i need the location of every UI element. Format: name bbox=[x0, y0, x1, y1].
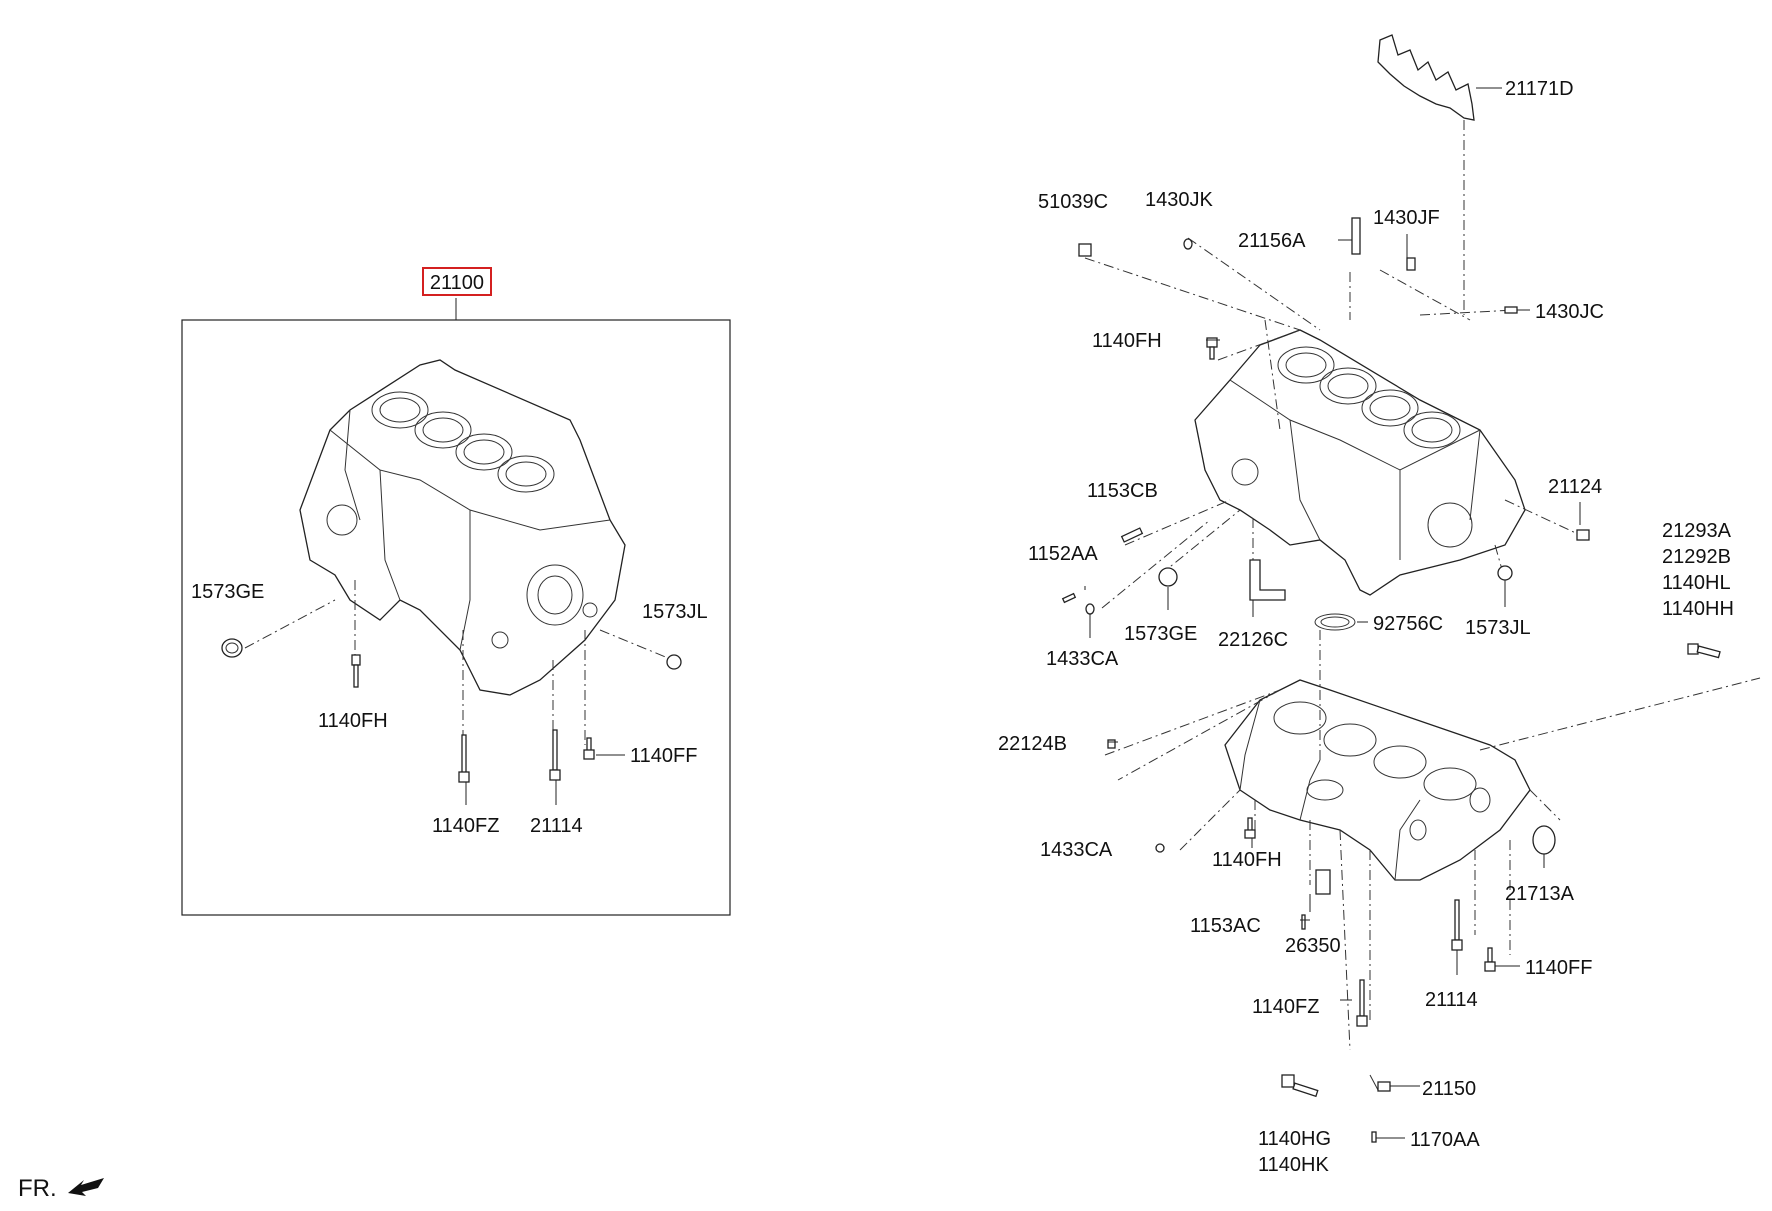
gasket-21171D bbox=[1377, 34, 1475, 121]
pin-1433CA-upper bbox=[1085, 603, 1095, 615]
label-21114-left[interactable]: 21114 bbox=[530, 815, 583, 837]
bolt-1140HG bbox=[1281, 1074, 1319, 1098]
front-arrow-icon bbox=[68, 1178, 104, 1196]
label-1140FZ-right[interactable]: 1140FZ bbox=[1252, 996, 1319, 1018]
bolt-1140FZ-right bbox=[1356, 979, 1368, 1027]
pin-1170AA bbox=[1371, 1131, 1377, 1143]
lower-crankcase-drawing bbox=[1224, 679, 1531, 881]
label-1573GE-right[interactable]: 1573GE bbox=[1124, 623, 1197, 645]
label-21292B[interactable]: 21292B bbox=[1662, 546, 1731, 568]
plug-1573GE-left bbox=[221, 638, 243, 658]
label-22126C[interactable]: 22126C bbox=[1218, 629, 1288, 651]
label-21713A[interactable]: 21713A bbox=[1505, 883, 1575, 905]
label-26350[interactable]: 26350 bbox=[1285, 935, 1341, 957]
pin-1433CA-lower bbox=[1155, 843, 1165, 853]
pin-21124 bbox=[1576, 529, 1590, 541]
o-ring-92756C bbox=[1314, 613, 1356, 631]
label-1430JC[interactable]: 1430JC bbox=[1535, 301, 1604, 323]
label-1140FF-left[interactable]: 1140FF bbox=[630, 745, 697, 767]
label-21293A[interactable]: 21293A bbox=[1662, 520, 1732, 542]
bolt-1140FH-left bbox=[351, 654, 361, 688]
label-1433CA-upper[interactable]: 1433CA bbox=[1046, 648, 1119, 670]
label-21124[interactable]: 21124 bbox=[1548, 476, 1602, 498]
label-1430JF[interactable]: 1430JF bbox=[1373, 207, 1440, 229]
pin-1152AA bbox=[1061, 592, 1077, 604]
bolt-1140FH-lower bbox=[1244, 817, 1256, 839]
label-1153AC[interactable]: 1153AC bbox=[1190, 915, 1261, 937]
bolt-1140FZ-left bbox=[458, 734, 470, 783]
assembly-label-highlight bbox=[422, 267, 492, 296]
pin-1430JK bbox=[1183, 238, 1193, 250]
bolt-21114-left bbox=[549, 729, 561, 781]
left-assembly-group: 21100 bbox=[181, 267, 731, 916]
bolt-21114-right bbox=[1451, 899, 1463, 951]
label-1170AA[interactable]: 1170AA bbox=[1410, 1129, 1480, 1151]
pin-1430JC bbox=[1504, 306, 1518, 314]
plug-1573JL-left bbox=[666, 654, 682, 670]
plug-1573JL-right bbox=[1497, 565, 1513, 581]
label-21156A[interactable]: 21156A bbox=[1238, 230, 1306, 252]
cylinder-block-drawing bbox=[299, 359, 626, 696]
plug-1573GE-right bbox=[1158, 567, 1178, 587]
label-1573JL-left[interactable]: 1573JL bbox=[642, 601, 708, 623]
bolt-1140FH-upper bbox=[1206, 337, 1218, 360]
dowel-21156A bbox=[1351, 217, 1361, 255]
label-1573JL-right[interactable]: 1573JL bbox=[1465, 617, 1531, 639]
sensor-1153AC bbox=[1301, 914, 1306, 930]
pin-1430JF bbox=[1406, 257, 1416, 271]
front-label: FR. bbox=[18, 1175, 57, 1202]
label-1140FH-upper[interactable]: 1140FH bbox=[1092, 330, 1162, 352]
label-1140HG[interactable]: 1140HG bbox=[1258, 1128, 1331, 1150]
sensor-21150 bbox=[1369, 1074, 1391, 1092]
assembly-label-21100[interactable]: 21100 bbox=[430, 272, 484, 294]
label-1573GE-left[interactable]: 1573GE bbox=[191, 581, 264, 603]
label-1140HL[interactable]: 1140HL bbox=[1662, 572, 1731, 594]
nut-51039C bbox=[1078, 243, 1092, 257]
label-1140FH-lower[interactable]: 1140FH bbox=[1212, 849, 1282, 871]
label-21114-right[interactable]: 21114 bbox=[1425, 989, 1478, 1011]
bolt-1140FF-right bbox=[1484, 947, 1496, 972]
bolt-1140FF-left bbox=[583, 737, 595, 760]
bolt-1153CB bbox=[1120, 527, 1144, 543]
right-exploded-group: 21171D 51039C 1430JK 21156A 1430JF 1430J… bbox=[998, 34, 1761, 1176]
pipe-22126C bbox=[1249, 559, 1286, 601]
label-1140FH-left[interactable]: 1140FH bbox=[318, 710, 388, 732]
plug-21713A bbox=[1532, 825, 1556, 855]
fitting-26350 bbox=[1315, 869, 1331, 895]
label-51039C[interactable]: 51039C bbox=[1038, 191, 1108, 213]
upper-cylinder-block-drawing bbox=[1194, 329, 1526, 596]
label-92756C[interactable]: 92756C bbox=[1373, 613, 1443, 635]
label-1433CA-lower[interactable]: 1433CA bbox=[1040, 839, 1113, 861]
label-1140FF-right[interactable]: 1140FF bbox=[1525, 957, 1592, 979]
bolt-21293A bbox=[1687, 643, 1721, 659]
label-21171D[interactable]: 21171D bbox=[1505, 78, 1574, 100]
label-1153CB[interactable]: 1153CB bbox=[1087, 480, 1158, 502]
label-1152AA[interactable]: 1152AA bbox=[1028, 543, 1098, 565]
label-22124B[interactable]: 22124B bbox=[998, 733, 1067, 755]
label-1140HK[interactable]: 1140HK bbox=[1258, 1154, 1329, 1176]
label-1140FZ-left[interactable]: 1140FZ bbox=[432, 815, 499, 837]
label-21150[interactable]: 21150 bbox=[1422, 1078, 1476, 1100]
label-1430JK[interactable]: 1430JK bbox=[1145, 189, 1213, 211]
label-1140HH[interactable]: 1140HH bbox=[1662, 598, 1734, 620]
pin-22124B bbox=[1107, 739, 1116, 749]
front-direction-indicator: FR. bbox=[18, 1175, 104, 1202]
